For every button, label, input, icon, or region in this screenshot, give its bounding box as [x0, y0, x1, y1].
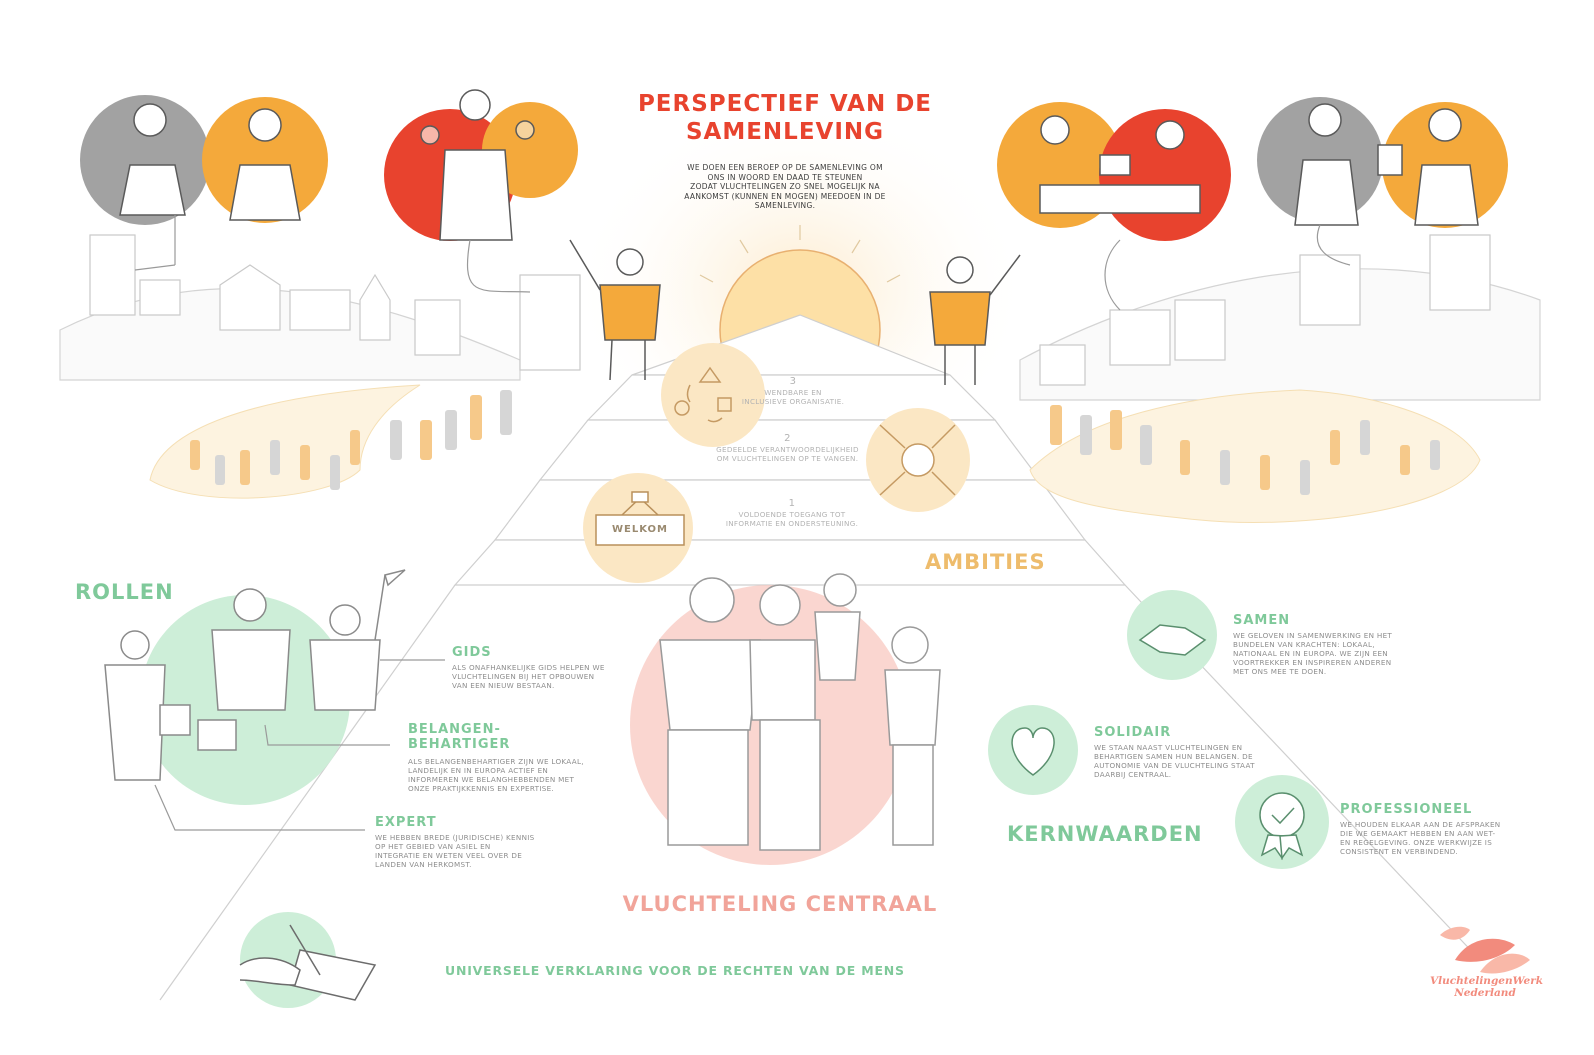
intro-line: ONS IN WOORD EN DAAD TE STEUNEN — [707, 172, 863, 182]
ambities-heading: AMBITIES — [925, 550, 1046, 574]
sun-rays-icon — [699, 225, 901, 283]
page-title: PERSPECTIEF VAN DE SAMENLEVING — [630, 90, 940, 146]
document-handover-icon — [1294, 103, 1479, 226]
rol-text: ALS BELANGENBEHARTIGER ZIJN WE LOKAAL, — [408, 757, 584, 766]
left-town-buildings — [89, 234, 581, 371]
kernwaarde-text: CONSISTENT EN VERBINDEND. — [1340, 847, 1459, 856]
rol-text: ONZE PRAKTIJKKENNIS EN EXPERTISE. — [408, 784, 555, 793]
step-text: OM VLUCHTELINGEN OP TE VANGEN. — [716, 454, 859, 463]
handshake-people-icon — [119, 103, 301, 221]
rol-text: WE HEBBEN BREDE (JURIDISCHE) KENNIS — [375, 833, 535, 842]
kernwaarde-text: EN REGELGEVING. ONZE WERKWIJZE IS — [1340, 838, 1493, 847]
kernwaarde-title: PROFESSIONEEL — [1340, 802, 1473, 817]
step-text: GEDEELDE VERANTWOORDELIJKHEID — [716, 445, 859, 454]
group-people-icon — [420, 89, 535, 241]
top-left-orange-circle — [202, 97, 328, 223]
logo-line-1: VluchtelingenWerk — [1430, 975, 1544, 987]
kernwaarde-text: BEHARTIGEN SAMEN HUN BELANGEN. DE — [1094, 752, 1253, 761]
rol-text: VLUCHTELINGEN BIJ HET OPBOUWEN — [452, 672, 595, 681]
heart-icon — [1011, 727, 1055, 776]
title-line-2: SAMENLEVING — [685, 119, 885, 145]
kernwaarde-text: WE GELOVEN IN SAMENWERKING EN HET — [1233, 631, 1393, 640]
welcome-sign-icon — [595, 491, 685, 546]
desk-meeting-icon — [1039, 115, 1201, 214]
rol-text: LANDELIJK EN IN EUROPA ACTIEF EN — [408, 766, 549, 775]
rol-title: EXPERT — [375, 815, 437, 830]
kernwaarde-text: VOORTREKKER EN INSPIREREN ANDEREN — [1233, 658, 1392, 667]
rol-text: OP HET GEBIED VAN ASIEL EN — [375, 842, 491, 851]
logo-line-2: Nederland — [1454, 987, 1516, 999]
cheering-figure-right — [929, 254, 1021, 385]
badge-check-icon — [1259, 792, 1305, 861]
right-crowd-figures — [1050, 405, 1440, 495]
kernwaarde-text: AUTONOMIE VAN DE VLUCHTELING STAAT — [1094, 761, 1255, 770]
kernwaarde-professioneel: PROFESSIONEEL WE HOUDEN ELKAAR AAN DE AF… — [1340, 802, 1530, 856]
right-crowd-path — [1029, 389, 1481, 523]
kernwaarde-text: BUNDELEN VAN KRACHTEN: LOKAAL, — [1233, 640, 1375, 649]
intro-line: ZODAT VLUCHTELINGEN ZO SNEL MOGELIJK NA — [690, 182, 880, 191]
step-number: 1 — [788, 498, 796, 509]
rol-text: INTEGRATIE EN WETEN VEEL OVER DE — [375, 851, 523, 860]
step-text: WENDBARE EN — [764, 388, 822, 397]
rol-text: VAN EEN NIEUW BESTAAN. — [452, 681, 555, 690]
rol-title: BELANGEN- — [408, 722, 501, 737]
rollen-figures — [104, 569, 406, 781]
shapes-cycle-icon — [674, 366, 732, 423]
rol-expert: EXPERT WE HEBBEN BREDE (JURIDISCHE) KENN… — [375, 815, 565, 869]
kernwaarde-title: SAMEN — [1233, 613, 1291, 628]
rol-text: INFORMEREN WE BELANGHEBBENDEN MET — [408, 775, 575, 784]
right-town-buildings — [1039, 234, 1491, 386]
organisation-logo: VluchtelingenWerk Nederland — [1430, 975, 1544, 999]
kernwaarde-samen: SAMEN WE GELOVEN IN SAMENWERKING EN HET … — [1233, 613, 1433, 676]
vluchteling-centraal-heading: VLUCHTELING CENTRAAL — [622, 892, 938, 916]
rol-gids: GIDS ALS ONAFHANKELIJKE GIDS HELPEN WE V… — [452, 645, 622, 690]
step-text: VOLDOENDE TOEGANG TOT — [738, 510, 846, 519]
ambitie-step-1: 1 VOLDOENDE TOEGANG TOT INFORMATIE EN ON… — [722, 498, 862, 528]
intro-text: WE DOEN EEN BEROEP OP DE SAMENLEVING OM … — [665, 163, 905, 211]
title-line-1: PERSPECTIEF VAN DE — [637, 91, 933, 117]
kernwaarde-solidair: SOLIDAIR WE STAAN NAAST VLUCHTELINGEN EN… — [1094, 725, 1284, 779]
kernwaarde-text: NATIONAAL EN IN EUROPA. WE ZIJN EEN — [1233, 649, 1388, 658]
rollen-heading: ROLLEN — [75, 580, 174, 604]
ambitie-step-2: 2 GEDEELDE VERANTWOORDELIJKHEID OM VLUCH… — [705, 433, 870, 463]
rol-text: LANDEN VAN HERKOMST. — [375, 860, 472, 869]
kernwaarde-title: SOLIDAIR — [1094, 725, 1172, 740]
kernwaarde-text: DIE WE GEMAAKT HEBBEN EN AAN WET- — [1340, 829, 1496, 838]
organisation-shapes-circle — [661, 343, 765, 447]
kernwaarden-heading: KERNWAARDEN — [1007, 822, 1203, 846]
step-number: 3 — [789, 376, 797, 387]
kernwaarde-text: MET ONS MEE TE DOEN. — [1233, 667, 1327, 676]
rol-title: BEHARTIGER — [408, 737, 511, 752]
right-hill — [1019, 268, 1541, 401]
left-crowd-figures — [190, 390, 512, 490]
welcome-sign-text: WELKOM — [612, 524, 668, 535]
footer-declaration: UNIVERSELE VERKLARING VOOR DE RECHTEN VA… — [445, 963, 905, 978]
ambitie-step-3: 3 WENDBARE EN INCLUSIEVE ORGANISATIE. — [738, 376, 848, 406]
handshake-icon — [1138, 624, 1207, 656]
step-text: INFORMATIE EN ONDERSTEUNING. — [725, 519, 859, 528]
signing-hand-icon — [239, 924, 377, 1001]
kernwaarde-text: DAARBIJ CENTRAAL. — [1094, 770, 1172, 779]
intro-line: AANKOMST (KUNNEN EN MOGEN) MEEDOEN IN DE — [684, 191, 886, 201]
intro-line: SAMENLEVING. — [754, 201, 816, 210]
rol-title: GIDS — [452, 645, 492, 660]
kernwaarde-text: WE STAAN NAAST VLUCHTELINGEN EN — [1094, 743, 1243, 752]
cheering-figure-left — [569, 239, 661, 381]
joined-hands-icon — [879, 424, 956, 496]
intro-line: WE DOEN EEN BEROEP OP DE SAMENLEVING OM — [687, 163, 883, 172]
rol-text: ALS ONAFHANKELIJKE GIDS HELPEN WE — [452, 663, 605, 672]
kernwaarde-text: WE HOUDEN ELKAAR AAN DE AFSPRAKEN — [1340, 820, 1501, 829]
family-illustration — [659, 573, 941, 851]
step-number: 2 — [784, 433, 791, 444]
step-text: INCLUSIEVE ORGANISATIE. — [741, 397, 845, 406]
rol-belangenbehartiger: BELANGEN- BEHARTIGER ALS BELANGENBEHARTI… — [408, 722, 598, 793]
logo-leaf-icon — [1440, 926, 1530, 974]
